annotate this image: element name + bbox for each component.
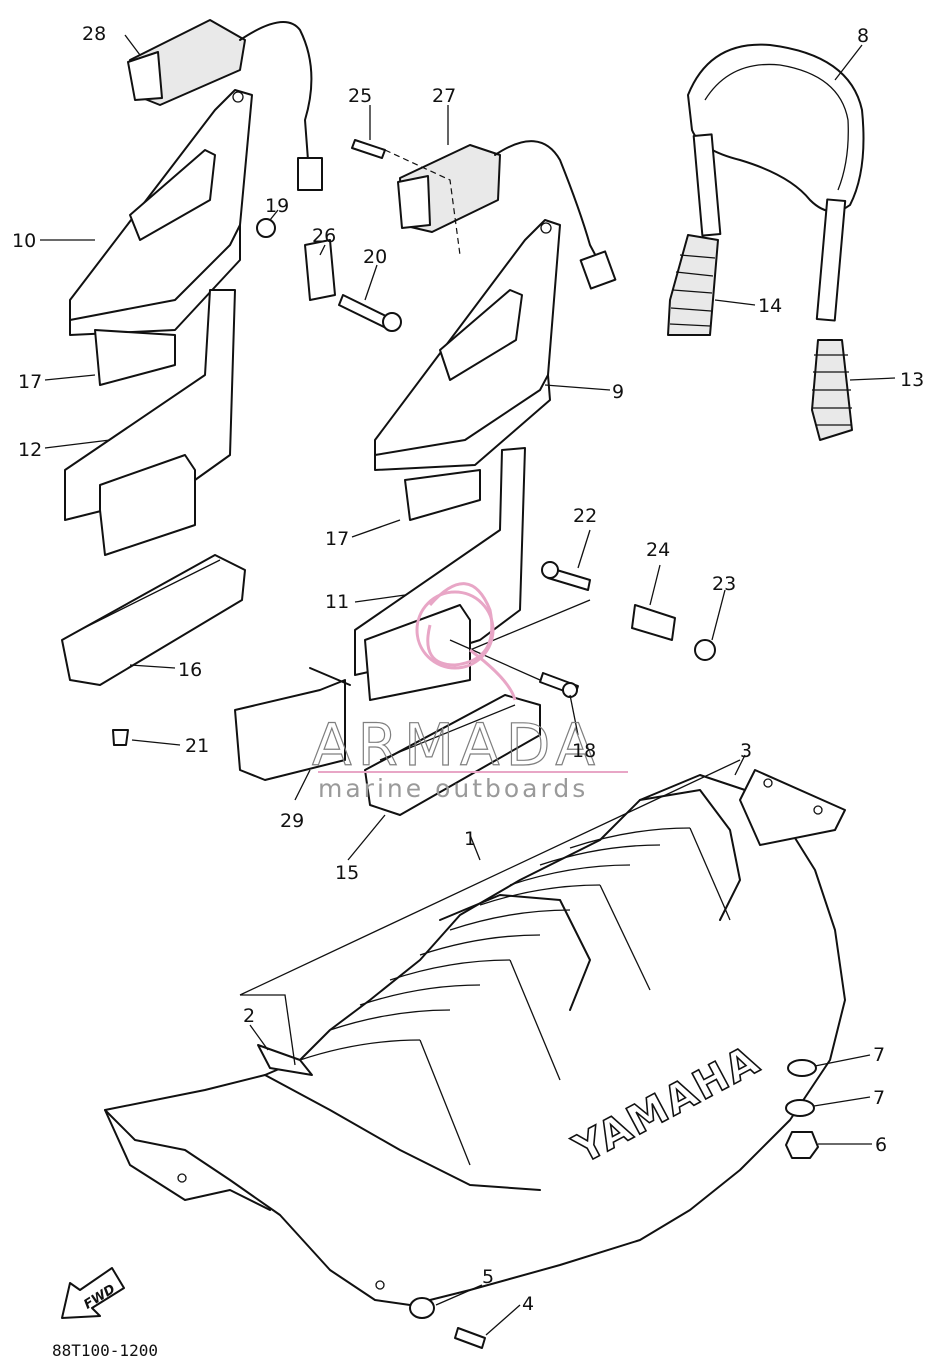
callout-20: 20 — [363, 246, 387, 268]
callout-6: 6 — [875, 1134, 887, 1156]
callout-7b: 7 — [873, 1087, 885, 1109]
callout-8: 8 — [857, 25, 869, 47]
callout-3: 3 — [740, 740, 752, 762]
callout-21: 21 — [185, 735, 209, 757]
watermark-title: ARMADA — [312, 711, 601, 779]
callout-24: 24 — [646, 539, 670, 561]
drawing-code: 88T100-1200 — [52, 1341, 158, 1360]
callout-1: 1 — [464, 828, 476, 850]
callout-14: 14 — [758, 295, 782, 317]
bellows-13 — [811, 339, 853, 441]
callout-18: 18 — [572, 740, 596, 762]
callout-17a: 17 — [18, 371, 42, 393]
callout-15: 15 — [335, 862, 359, 884]
frame-12 — [64, 289, 236, 556]
callout-25: 25 — [348, 85, 372, 107]
armrest-16 — [61, 554, 246, 686]
switch-27 — [397, 140, 617, 290]
bracket-29 — [234, 667, 351, 781]
callouts: 28 8 25 27 10 19 26 20 14 17 9 13 12 17 … — [12, 23, 924, 1315]
callout-28: 28 — [82, 23, 106, 45]
callout-29: 29 — [280, 810, 304, 832]
callout-5: 5 — [482, 1266, 494, 1288]
callout-7a: 7 — [873, 1044, 885, 1066]
callout-4: 4 — [522, 1293, 534, 1315]
callout-22: 22 — [573, 505, 597, 527]
callout-10: 10 — [12, 230, 36, 252]
watermark-subtitle: marine outboards — [318, 774, 588, 803]
watermark: ARMADA marine outboards — [311, 582, 628, 803]
callout-23: 23 — [712, 573, 736, 595]
callout-17b: 17 — [325, 528, 349, 550]
side-panel-9 — [374, 219, 561, 471]
armrest-15 — [364, 694, 541, 816]
fwd-arrow-icon: FWD — [61, 1267, 125, 1319]
callout-13: 13 — [900, 369, 924, 391]
fasteners — [112, 139, 819, 1349]
callout-19: 19 — [265, 195, 289, 217]
callout-27: 27 — [432, 85, 456, 107]
bellows-14 — [667, 234, 719, 336]
side-panel-10 — [69, 89, 253, 336]
callout-12: 12 — [18, 439, 42, 461]
switch-28 — [127, 19, 323, 191]
leader-lines — [40, 34, 896, 1336]
callout-9: 9 — [612, 381, 624, 403]
callout-11: 11 — [325, 591, 349, 613]
callout-16: 16 — [178, 659, 202, 681]
seat-assembly: YAMAHA — [104, 769, 846, 1306]
backrest-8 — [687, 43, 865, 322]
callout-26: 26 — [312, 225, 336, 247]
callout-2: 2 — [243, 1005, 255, 1027]
